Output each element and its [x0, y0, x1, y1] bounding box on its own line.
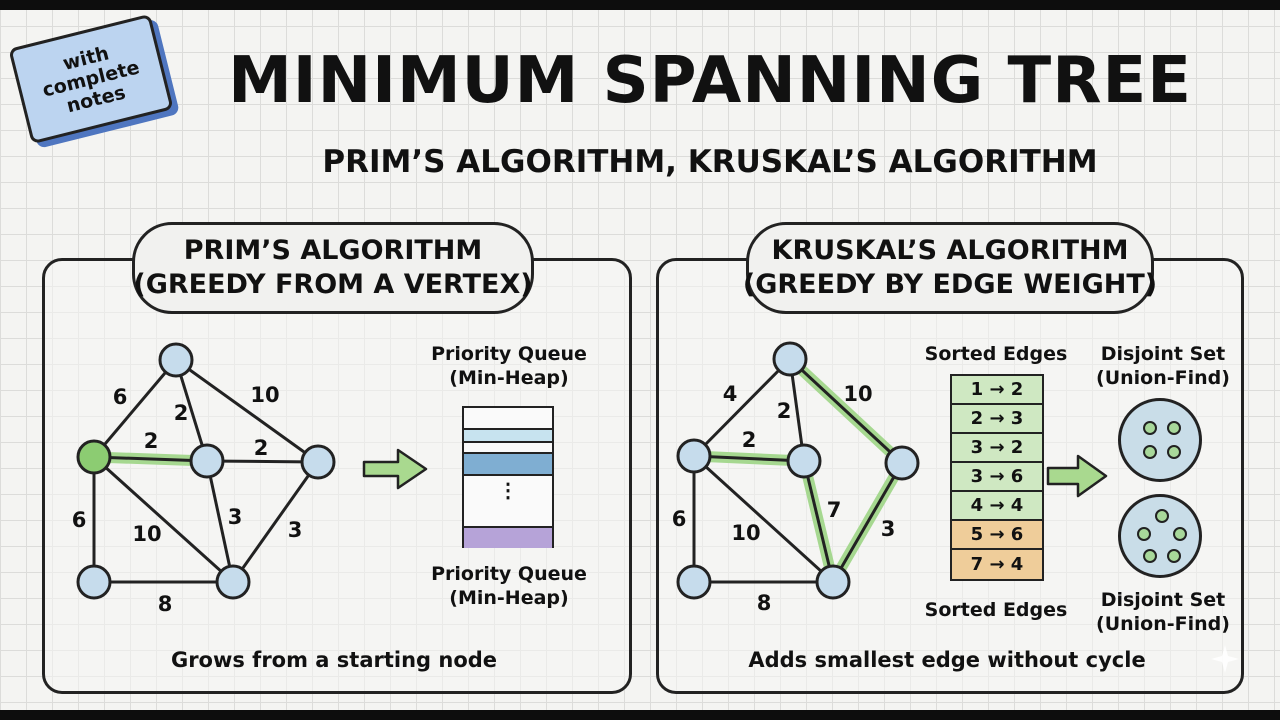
kruskal-node [772, 341, 808, 377]
prim-weight: 6 [113, 385, 128, 409]
prim-edge [92, 455, 235, 584]
kruskal-weight: 4 [723, 382, 738, 406]
prim-start-node [76, 439, 112, 475]
bottom-letterbox [0, 710, 1280, 720]
set-element-dot [1173, 527, 1187, 541]
disjoint-set-circle [1118, 494, 1202, 578]
main-title: MINIMUM SPANNING TREE [228, 44, 1192, 118]
sorted-edge-row: 3 → 2 [952, 434, 1042, 463]
kruskal-weight: 8 [757, 591, 772, 615]
set-element-dot [1167, 549, 1181, 563]
disjoint-set-label-bottom: Disjoint Set (Union-Find) [1096, 589, 1230, 635]
priority-queue-heap: ⋮ [462, 406, 554, 548]
kruskal-graph: 4 2 10 2 6 10 7 3 8 [672, 341, 920, 615]
prim-edge [93, 455, 208, 463]
prim-weight: 8 [158, 592, 173, 616]
disjoint-set-circle [1118, 398, 1202, 482]
kruskal-weight: 3 [881, 517, 896, 541]
kruskal-arrow-icon [1046, 454, 1108, 498]
sorted-edge-row: 2 → 3 [952, 405, 1042, 434]
kruskal-node [676, 564, 712, 600]
set-element-dot [1143, 421, 1157, 435]
heap-cell-light [464, 428, 552, 443]
kruskal-node [786, 443, 822, 479]
prim-panel-title: PRIM’S ALGORITHM (GREEDY FROM A VERTEX) [132, 222, 534, 314]
kruskal-node [676, 438, 712, 474]
kruskal-panel-title: KRUSKAL’S ALGORITHM (GREEDY BY EDGE WEIG… [742, 222, 1158, 314]
prim-title-line-2: (GREEDY FROM A VERTEX) [133, 269, 533, 300]
top-letterbox [0, 0, 1280, 10]
prim-node [76, 564, 112, 600]
kruskal-node [884, 445, 920, 481]
kruskal-weight: 7 [827, 498, 842, 522]
sorted-edge-row: 3 → 6 [952, 463, 1042, 492]
sorted-edge-row: 4 → 4 [952, 492, 1042, 521]
set-element-dot [1167, 445, 1181, 459]
set-element-dot [1143, 445, 1157, 459]
sorted-edges-label-top: Sorted Edges [924, 343, 1068, 365]
set-element-dot [1167, 421, 1181, 435]
kruskal-edge [692, 454, 835, 584]
prim-node [158, 342, 194, 378]
sorted-edge-row: 7 → 4 [952, 550, 1042, 579]
prim-node [300, 444, 336, 480]
prim-graph: 6 2 10 2 2 6 10 3 3 8 [72, 342, 336, 616]
kruskal-weight: 2 [777, 399, 792, 423]
prim-weight: 3 [228, 505, 243, 529]
sorted-edge-row: 1 → 2 [952, 376, 1042, 405]
kruskal-edge [692, 357, 792, 458]
prim-weight: 10 [132, 522, 161, 546]
kruskal-weight: 2 [742, 428, 757, 452]
prim-weight: 2 [254, 436, 269, 460]
sparkle-icon [1211, 645, 1239, 673]
prim-weight: 10 [250, 383, 279, 407]
kruskal-caption: Adds smallest edge without cycle [748, 648, 1146, 672]
set-element-dot [1155, 509, 1169, 523]
prim-edge [175, 358, 319, 464]
prim-edge [92, 359, 178, 458]
heap-cell-purple [464, 526, 552, 548]
priority-queue-label-bottom: Priority Queue (Min-Heap) [431, 563, 587, 609]
prim-weight: 2 [174, 401, 189, 425]
sorted-edges-list: 1 → 2 2 → 3 3 → 2 3 → 6 4 → 4 5 → 6 7 → … [950, 374, 1044, 581]
sorted-edge-row: 5 → 6 [952, 521, 1042, 550]
subtitle: PRIM’S ALGORITHM, KRUSKAL’S ALGORITHM [322, 144, 1098, 180]
prim-weight: 2 [144, 429, 159, 453]
prim-node [215, 564, 251, 600]
prim-edge [231, 461, 320, 583]
kruskal-edge [693, 454, 805, 463]
kruskal-title-line-1: KRUSKAL’S ALGORITHM [771, 235, 1129, 266]
prim-edge [174, 359, 209, 462]
prim-title-line-1: PRIM’S ALGORITHM [183, 235, 483, 266]
kruskal-node [815, 564, 851, 600]
kruskal-edge [831, 462, 904, 583]
set-element-dot [1143, 549, 1157, 563]
prim-caption: Grows from a starting node [170, 648, 498, 672]
prim-edge [206, 459, 319, 464]
prim-edge [205, 460, 235, 583]
kruskal-edge [802, 460, 835, 583]
set-element-dot [1137, 527, 1151, 541]
kruskal-weight: 10 [843, 382, 872, 406]
prim-node [189, 443, 225, 479]
prim-arrow-icon [362, 448, 428, 490]
kruskal-weight: 10 [731, 521, 760, 545]
priority-queue-label-top: Priority Queue (Min-Heap) [431, 343, 587, 389]
prim-weight: 6 [72, 508, 87, 532]
heap-cell-blue [464, 452, 552, 476]
kruskal-weight: 6 [672, 507, 687, 531]
disjoint-set-label-top: Disjoint Set (Union-Find) [1096, 343, 1230, 389]
sorted-edges-label-bottom: Sorted Edges [924, 599, 1068, 621]
kruskal-title-line-2: (GREEDY BY EDGE WEIGHT) [742, 269, 1158, 300]
kruskal-edge [788, 357, 904, 465]
prim-weight: 3 [288, 518, 303, 542]
heap-ellipsis: ⋮ [498, 480, 518, 502]
